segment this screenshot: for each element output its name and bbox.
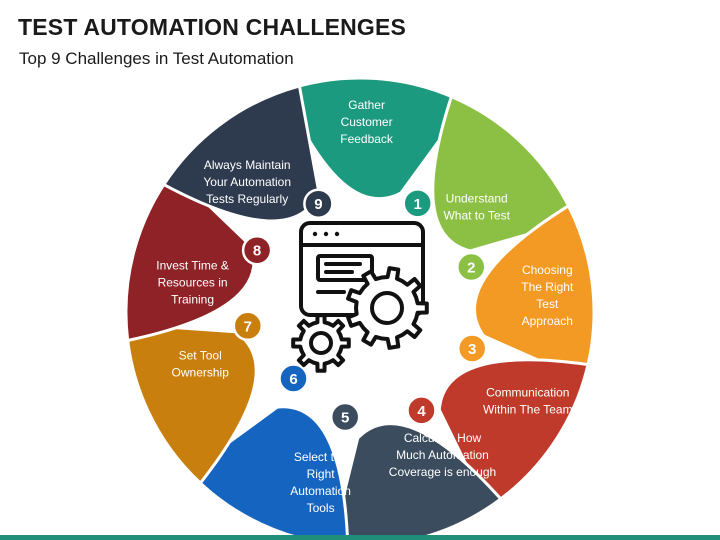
step-8-label-line: Invest Time & — [156, 259, 229, 273]
step-7-label-line: Set Tool — [179, 348, 222, 362]
step-8-badge-circle — [241, 234, 273, 266]
step-2-number: 2 — [467, 260, 475, 277]
browser-window-with-gears-icon — [291, 221, 429, 373]
step-3-label-line: Test — [536, 297, 559, 311]
step-3-label-line: Approach — [522, 314, 573, 328]
step-5-badge-circle — [329, 401, 361, 433]
step-9-segment — [162, 84, 321, 223]
step-1-number-badge: 1 — [402, 188, 433, 219]
step-4-badge-circle — [406, 395, 437, 426]
step-1-label-line: Gather — [348, 98, 385, 112]
step-9-label-line: Always Maintain — [204, 158, 291, 172]
gear-small-body — [291, 313, 351, 373]
step-6-label-line: Right — [307, 467, 336, 481]
step-6-badge-circle — [278, 363, 309, 394]
step-7-number: 7 — [244, 318, 252, 335]
step-6-number-badge: 6 — [278, 363, 309, 394]
step-5-number-badge: 5 — [329, 401, 361, 433]
step-7-badge-circle — [232, 310, 264, 342]
step-1-number: 1 — [414, 196, 422, 213]
step-2-badge-circle — [456, 251, 487, 283]
footer-accent-bar — [0, 535, 720, 540]
step-2-label-line: Understand — [446, 191, 508, 205]
step-6-label-line: Automation — [290, 484, 351, 498]
step-4-label-line: Within The Team — [483, 403, 573, 417]
step-8-number: 8 — [253, 243, 261, 260]
step-7-number-badge: 7 — [232, 310, 264, 342]
step-5-number: 5 — [341, 410, 349, 427]
step-8-label-line: Training — [171, 293, 214, 307]
step-6-number: 6 — [289, 371, 297, 388]
gear-large-body — [346, 266, 429, 350]
step-8-label: Invest Time & Resources in Training — [156, 259, 229, 307]
gear-large-hub — [370, 291, 404, 325]
step-6-label-line: Tools — [307, 501, 335, 515]
step-3-badge-circle — [456, 333, 488, 364]
step-5-label-line: Much Automation — [396, 448, 489, 462]
step-3-label-line: Choosing — [522, 263, 573, 277]
page-title: TEST AUTOMATION CHALLENGES — [18, 14, 407, 40]
step-5-segment — [331, 422, 503, 540]
large-gear-icon — [346, 266, 429, 350]
step-3-number: 3 — [468, 341, 476, 358]
step-8-label-line: Resources in — [158, 276, 228, 290]
step-4-label-line: Communication — [486, 386, 569, 400]
step-8-number-badge: 8 — [241, 234, 273, 266]
step-1-label-line: Feedback — [340, 132, 394, 146]
step-1-label-line: Customer — [341, 115, 393, 129]
step-7-label-line: Ownership — [172, 365, 230, 379]
step-9-number-badge: 9 — [303, 188, 334, 219]
step-2-label-line: What to Test — [443, 208, 510, 222]
step-1-badge-circle — [402, 188, 433, 219]
step-9-badge-circle — [303, 188, 334, 219]
step-6-label-line: Select the — [294, 450, 348, 464]
step-4-number-badge: 4 — [406, 395, 437, 426]
step-4-number: 4 — [417, 403, 426, 420]
step-3-number-badge: 3 — [456, 333, 488, 364]
small-gear-icon — [291, 313, 351, 373]
step-2-number-badge: 2 — [456, 251, 487, 283]
step-5-label-line: Coverage is enough — [389, 465, 496, 479]
page-subtitle: Top 9 Challenges in Test Automation — [19, 49, 294, 68]
step-3-label-line: The Right — [521, 280, 574, 294]
step-9-label-line: Tests Regularly — [206, 192, 288, 206]
gear-small-hub — [309, 331, 333, 355]
step-9-label-line: Your Automation — [203, 175, 291, 189]
step-9-number: 9 — [314, 196, 322, 213]
step-5-label-line: Calculate How — [404, 431, 482, 445]
